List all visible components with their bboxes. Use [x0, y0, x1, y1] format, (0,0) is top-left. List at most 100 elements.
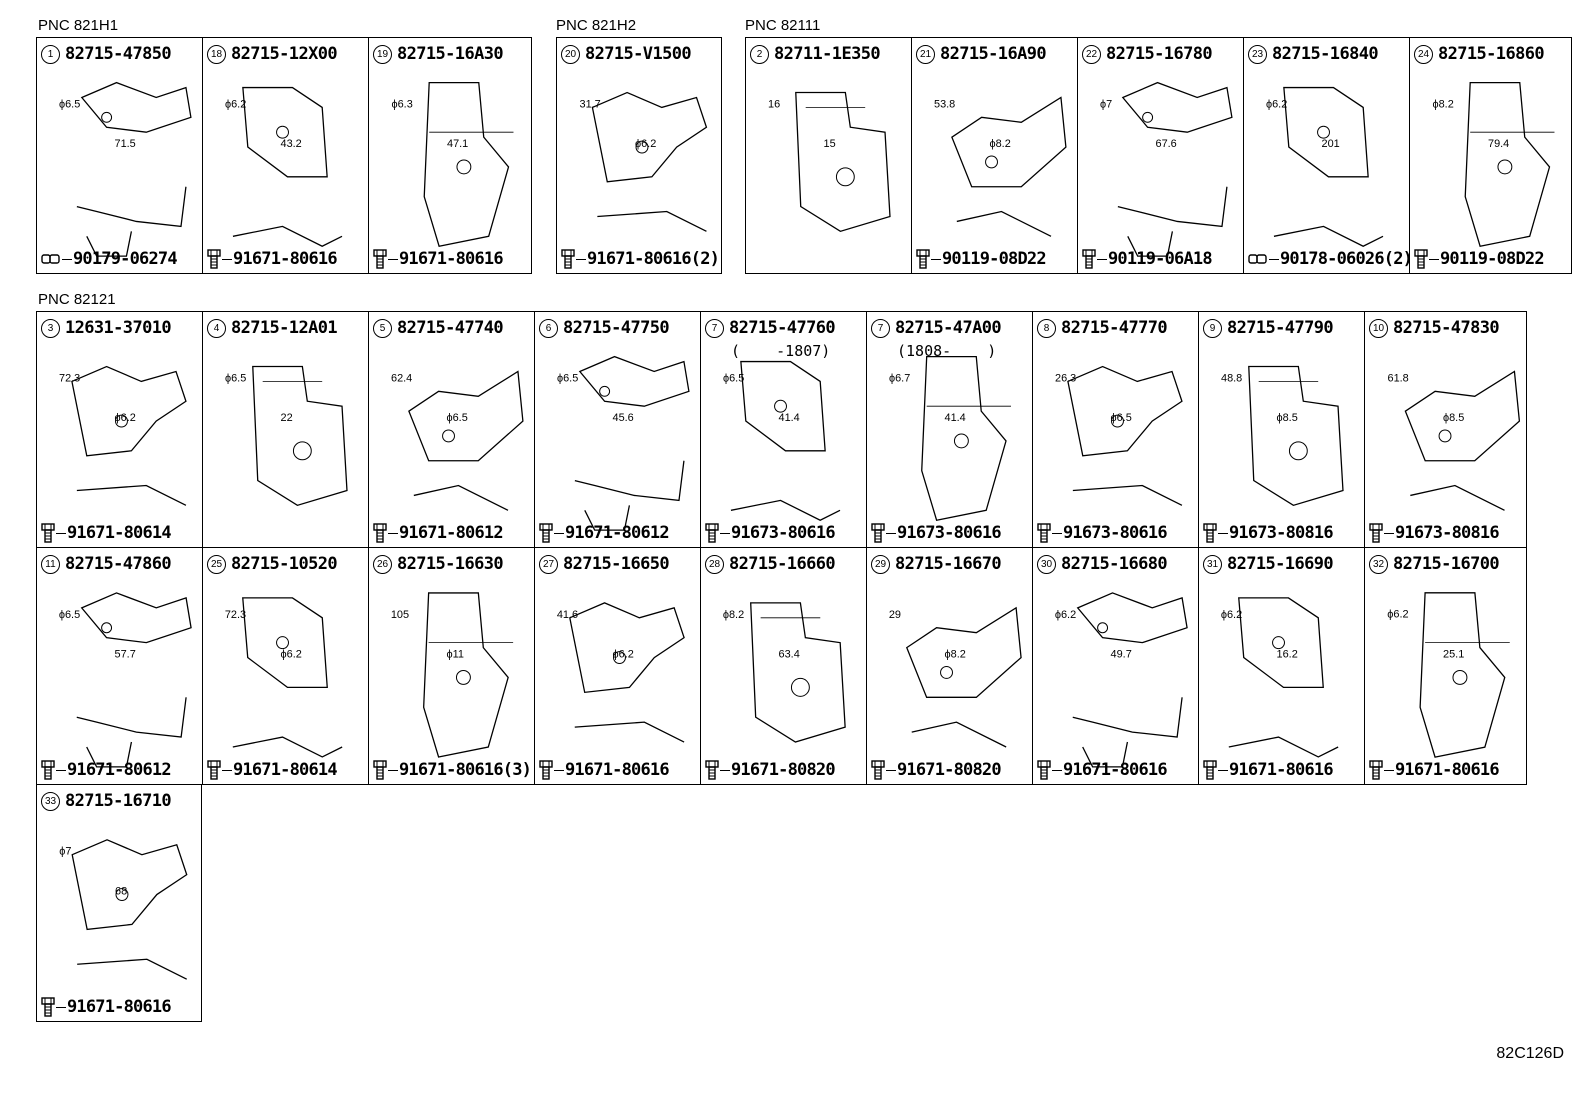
dimension-label: 29	[889, 609, 901, 621]
part-number[interactable]: 82715-16680	[1061, 554, 1168, 574]
fastener-callout: 90119-08D22	[1414, 249, 1545, 269]
pnc-label-821h1: PNC 821H1	[38, 17, 119, 34]
fastener-part-number[interactable]: 90178-06026(2)	[1280, 249, 1413, 269]
fastener-part-number[interactable]: 91671-80616(2)	[587, 249, 720, 269]
fastener-part-number[interactable]: 91673-80816	[1395, 523, 1500, 543]
part-number[interactable]: 82715-47740	[397, 318, 504, 338]
part-number[interactable]: 82715-16670	[895, 554, 1002, 574]
dimension-label: ϕ6.2	[225, 98, 246, 110]
fastener-part-number[interactable]: 91671-80616	[1395, 760, 1500, 780]
dimension-label: 79.4	[1488, 138, 1509, 150]
fastener-part-number[interactable]: 91671-80614	[67, 523, 172, 543]
part-number[interactable]: 82715-47830	[1393, 318, 1500, 338]
part-number[interactable]: 82715-16A30	[397, 44, 504, 64]
part-number[interactable]: 82715-16650	[563, 554, 670, 574]
fastener-part-number[interactable]: 91671-80616	[233, 249, 338, 269]
dimension-label: ϕ6.2	[115, 412, 136, 424]
dimension-label: 57.7	[115, 649, 136, 661]
part-number[interactable]: 82715-16860	[1438, 44, 1545, 64]
dimension-label: 45.6	[613, 412, 634, 424]
part-number[interactable]: 82715-16840	[1272, 44, 1379, 64]
fastener-part-number[interactable]: 90119-06A18	[1108, 249, 1213, 269]
callout-number: 11	[41, 554, 60, 574]
dimension-label: ϕ8.2	[945, 649, 966, 661]
fastener-part-number[interactable]: 90119-08D22	[1440, 249, 1545, 269]
serial-range-note: (1808- )	[897, 342, 997, 360]
fastener-callout: 91671-80616	[1369, 760, 1500, 780]
part-number[interactable]: 82715-16780	[1106, 44, 1213, 64]
fastener-part-number[interactable]: 90179-06274	[73, 249, 178, 269]
pnc-label-82121: PNC 82121	[38, 291, 116, 308]
dimension-label: 68	[115, 886, 127, 898]
part-number[interactable]: 82715-16630	[397, 554, 504, 574]
fastener-part-number[interactable]: 91671-80612	[67, 760, 172, 780]
part-number[interactable]: 82715-10520	[231, 554, 338, 574]
leader-line	[222, 769, 232, 771]
part-number[interactable]: 12631-37010	[65, 318, 172, 338]
fastener-part-number[interactable]: 91671-80612	[399, 523, 504, 543]
part-number[interactable]: 82715-V1500	[585, 44, 692, 64]
part-number[interactable]: 82715-16660	[729, 554, 836, 574]
fastener-part-number[interactable]: 91673-80816	[1229, 523, 1334, 543]
dimension-label: ϕ8.2	[1433, 98, 1454, 110]
part-drawing: 61.8ϕ8.5	[1388, 370, 1521, 511]
bolt-icon	[705, 523, 720, 543]
dimension-label: ϕ6.5	[723, 372, 744, 384]
part-number[interactable]: 82715-16710	[65, 791, 172, 811]
callout-number: 5	[373, 318, 392, 338]
fastener-part-number[interactable]: 91671-80820	[731, 760, 836, 780]
fastener-part-number[interactable]: 91671-80616	[1229, 760, 1334, 780]
dimension-label: ϕ6.2	[1266, 98, 1287, 110]
part-number[interactable]: 82715-47A00	[895, 318, 1002, 338]
dimension-label: ϕ6.2	[1055, 609, 1076, 621]
dimension-label: ϕ6.2	[1221, 609, 1242, 621]
callout-number: 30	[1037, 554, 1056, 574]
part-drawing: ϕ6.243.2	[225, 86, 343, 247]
leader-line	[1218, 769, 1228, 771]
dimension-label: 22	[281, 412, 293, 424]
fastener-part-number[interactable]: 91671-80616	[399, 249, 504, 269]
part-number[interactable]: 82715-16700	[1393, 554, 1500, 574]
part-number[interactable]: 82715-47750	[563, 318, 670, 338]
leader-line	[62, 258, 72, 260]
fastener-callout: 91671-80616	[373, 249, 504, 269]
part-number[interactable]: 82715-47770	[1061, 318, 1168, 338]
dimension-label: 71.5	[115, 138, 136, 150]
fastener-part-number[interactable]: 91671-80616(3)	[399, 760, 532, 780]
fastener-part-number[interactable]: 91671-80612	[565, 523, 670, 543]
fastener-part-number[interactable]: 91673-80616	[731, 523, 836, 543]
fastener-part-number[interactable]: 91673-80616	[897, 523, 1002, 543]
part-number[interactable]: 82715-12A01	[231, 318, 338, 338]
fastener-part-number[interactable]: 91671-80616	[1063, 760, 1168, 780]
part-number[interactable]: 82715-16A90	[940, 44, 1047, 64]
fastener-part-number[interactable]: 90119-08D22	[942, 249, 1047, 269]
dimension-label: ϕ11	[447, 649, 464, 661]
leader-line	[720, 769, 730, 771]
fastener-callout: 91671-80616	[539, 760, 670, 780]
leader-line	[56, 1006, 66, 1008]
fastener-part-number[interactable]: 91671-80616	[565, 760, 670, 780]
fastener-part-number[interactable]: 91671-80616	[67, 997, 172, 1017]
fastener-part-number[interactable]: 91673-80616	[1063, 523, 1168, 543]
leader-line	[1384, 532, 1394, 534]
part-number[interactable]: 82715-47790	[1227, 318, 1334, 338]
part-number[interactable]: 82715-47850	[65, 44, 172, 64]
part-number[interactable]: 82711-1E350	[774, 44, 881, 64]
part-number[interactable]: 82715-12X00	[231, 44, 338, 64]
bolt-icon	[539, 760, 554, 780]
fastener-part-number[interactable]: 91671-80820	[897, 760, 1002, 780]
part-number[interactable]: 82715-47760	[729, 318, 836, 338]
fastener-part-number[interactable]: 91671-80614	[233, 760, 338, 780]
part-number[interactable]: 82715-47860	[65, 554, 172, 574]
part-number[interactable]: 82715-16690	[1227, 554, 1334, 574]
